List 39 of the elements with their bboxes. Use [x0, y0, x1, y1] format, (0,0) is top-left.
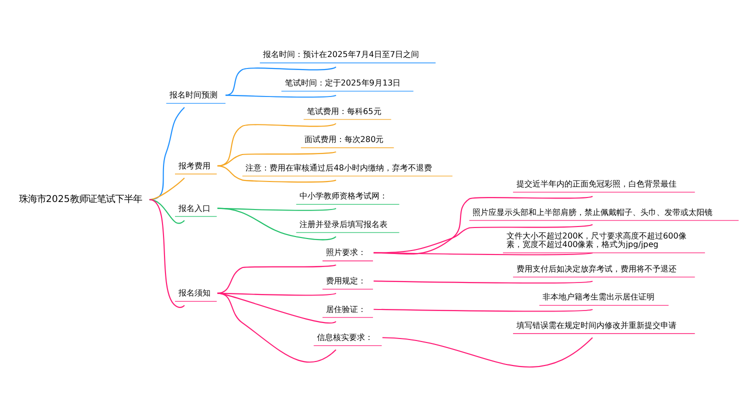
connector — [149, 106, 185, 200]
connector — [217, 292, 336, 363]
node-text: 中小学教师资格考试网： — [300, 190, 388, 201]
node-text: 照片要求： — [326, 247, 366, 258]
node-text: 注意：费用在审核通过后48小时内缴纳，弃考不退费 — [246, 162, 432, 172]
connector — [374, 224, 593, 254]
node-text: 报名须知 — [178, 288, 210, 298]
node-text: 费用支付后如决定放弃考试，费用将不予退还 — [516, 263, 676, 274]
node-text: 报名时间：预计在2025年7月4日至7日之间 — [263, 49, 420, 60]
node-text: 报名入口 — [178, 202, 210, 213]
connector — [382, 337, 593, 368]
connector — [374, 280, 593, 284]
connector — [149, 199, 185, 308]
node-text: 文件大小不超过200K，尺寸要求高度不超过600像素，宽度不超过400像素，格式为jpg/jpeg — [506, 230, 686, 250]
node-text: 居住验证： — [326, 304, 366, 314]
connector — [374, 308, 593, 312]
node-text: 信息核实要求： — [317, 332, 374, 342]
node-text: 笔试时间：定于2025年9月13日 — [284, 78, 401, 88]
connector — [374, 252, 593, 256]
connector — [217, 151, 336, 166]
node-text: 面试费用：每次280元 — [304, 134, 384, 144]
connector — [226, 94, 336, 98]
connector — [217, 292, 336, 324]
node-text: 笔试费用：每科65元 — [306, 106, 382, 116]
node-text: 填写错误需在规定时间内修改并重新提交申请 — [516, 320, 676, 330]
node-text: 注册并登录后填写报名表 — [300, 218, 388, 229]
node-text: 照片应显示头部和上半部肩膀，禁止佩戴帽子、头巾、发带或太阳镜 — [472, 206, 713, 217]
node-text: 报考费用 — [178, 160, 210, 170]
connector — [149, 178, 185, 200]
node-text: 报名时间预测 — [170, 90, 218, 100]
node-text: 提交近半年内的正面免冠彩照，白色背景最佳 — [516, 178, 676, 189]
connector — [374, 196, 593, 254]
node-text: 珠海市2025教师证笔试下半年 — [18, 194, 142, 206]
node-text: 费用规定： — [326, 276, 366, 286]
node-text: 非本地户籍考生需出示居住证明 — [542, 292, 655, 302]
connector — [217, 123, 336, 166]
connector — [217, 208, 336, 240]
connector — [217, 292, 336, 296]
connector — [217, 165, 336, 183]
